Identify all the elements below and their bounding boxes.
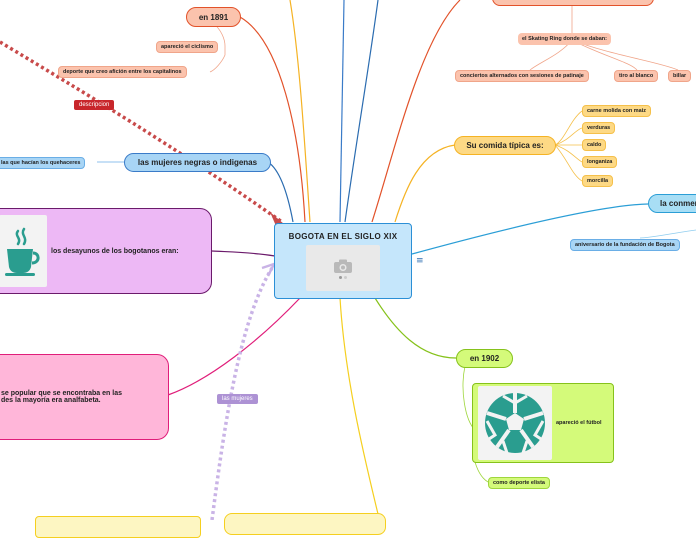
subtopic-longaniza[interactable]: longaniza: [582, 156, 617, 168]
futbol-label: apareció el fútbol: [556, 420, 602, 426]
topic-1902[interactable]: en 1902: [456, 349, 513, 368]
soccer-ball-image: [478, 386, 552, 460]
topic-desayunos[interactable]: los desayunos de los bogotanos eran:: [0, 208, 212, 294]
topic-bottom-yellow[interactable]: [224, 513, 386, 535]
subtopic-conciertos[interactable]: conciertos alternados con sesiones de pa…: [455, 70, 589, 82]
topic-mujeres-negras[interactable]: las mujeres negras o indigenas: [124, 153, 271, 172]
subtopic-billar[interactable]: billar: [668, 70, 691, 82]
subtopic-skating-ring[interactable]: el Skating Ring donde se daban:: [518, 33, 611, 45]
subtopic-caldo[interactable]: caldo: [582, 139, 606, 151]
image-placeholder: [306, 245, 380, 291]
popular-line-1: se popular que se encontraba en las: [1, 390, 122, 397]
subtopic-deporte-elista[interactable]: como deporte elista: [488, 477, 550, 489]
relation-label-descripcion[interactable]: descripcion: [74, 100, 114, 110]
central-topic[interactable]: BOGOTA EN EL SIGLO XIX: [274, 223, 412, 299]
relation-label-las-mujeres[interactable]: las mujeres: [217, 394, 258, 404]
desayunos-label: los desayunos de los bogotanos eran:: [51, 248, 179, 255]
subtopic-ciclismo[interactable]: apareció el ciclismo: [156, 41, 218, 53]
subtopic-carne-molida[interactable]: carne molida con maiz: [582, 105, 651, 117]
central-title: BOGOTA EN EL SIGLO XIX: [289, 232, 398, 241]
subtopic-morcilla[interactable]: morcilla: [582, 175, 613, 187]
popular-line-2: des la mayoría era analfabeta.: [1, 397, 101, 404]
topic-1891[interactable]: en 1891: [186, 7, 241, 27]
topic-conmemoracion[interactable]: la conmem: [648, 194, 696, 213]
topic-futbol-card[interactable]: apareció el fútbol: [472, 383, 614, 463]
subtopic-aniversario[interactable]: aniversario de la fundación de Bogota: [570, 239, 680, 251]
coffee-cup-image: [0, 215, 47, 287]
subtopic-tiro-al-blanco[interactable]: tiro al blanco: [614, 70, 658, 82]
notes-icon[interactable]: ≡: [416, 256, 424, 266]
coffee-cup-icon: [4, 225, 42, 277]
subtopic-deporte-aficion[interactable]: deporte que creo afición entre los capit…: [58, 66, 187, 78]
soccer-ball-icon: [483, 391, 547, 455]
topic-bottom-left[interactable]: [35, 516, 201, 538]
topic-comida-tipica[interactable]: Su comida típica es:: [454, 136, 556, 155]
subtopic-quehaceres[interactable]: las que hacían los quehaceres: [0, 157, 85, 169]
camera-icon: [333, 258, 353, 274]
topic-popular-analfabeta[interactable]: se popular que se encontraba en las des …: [0, 354, 169, 440]
topic-skating-ring[interactable]: [492, 0, 654, 6]
subtopic-verduras[interactable]: verduras: [582, 122, 615, 134]
